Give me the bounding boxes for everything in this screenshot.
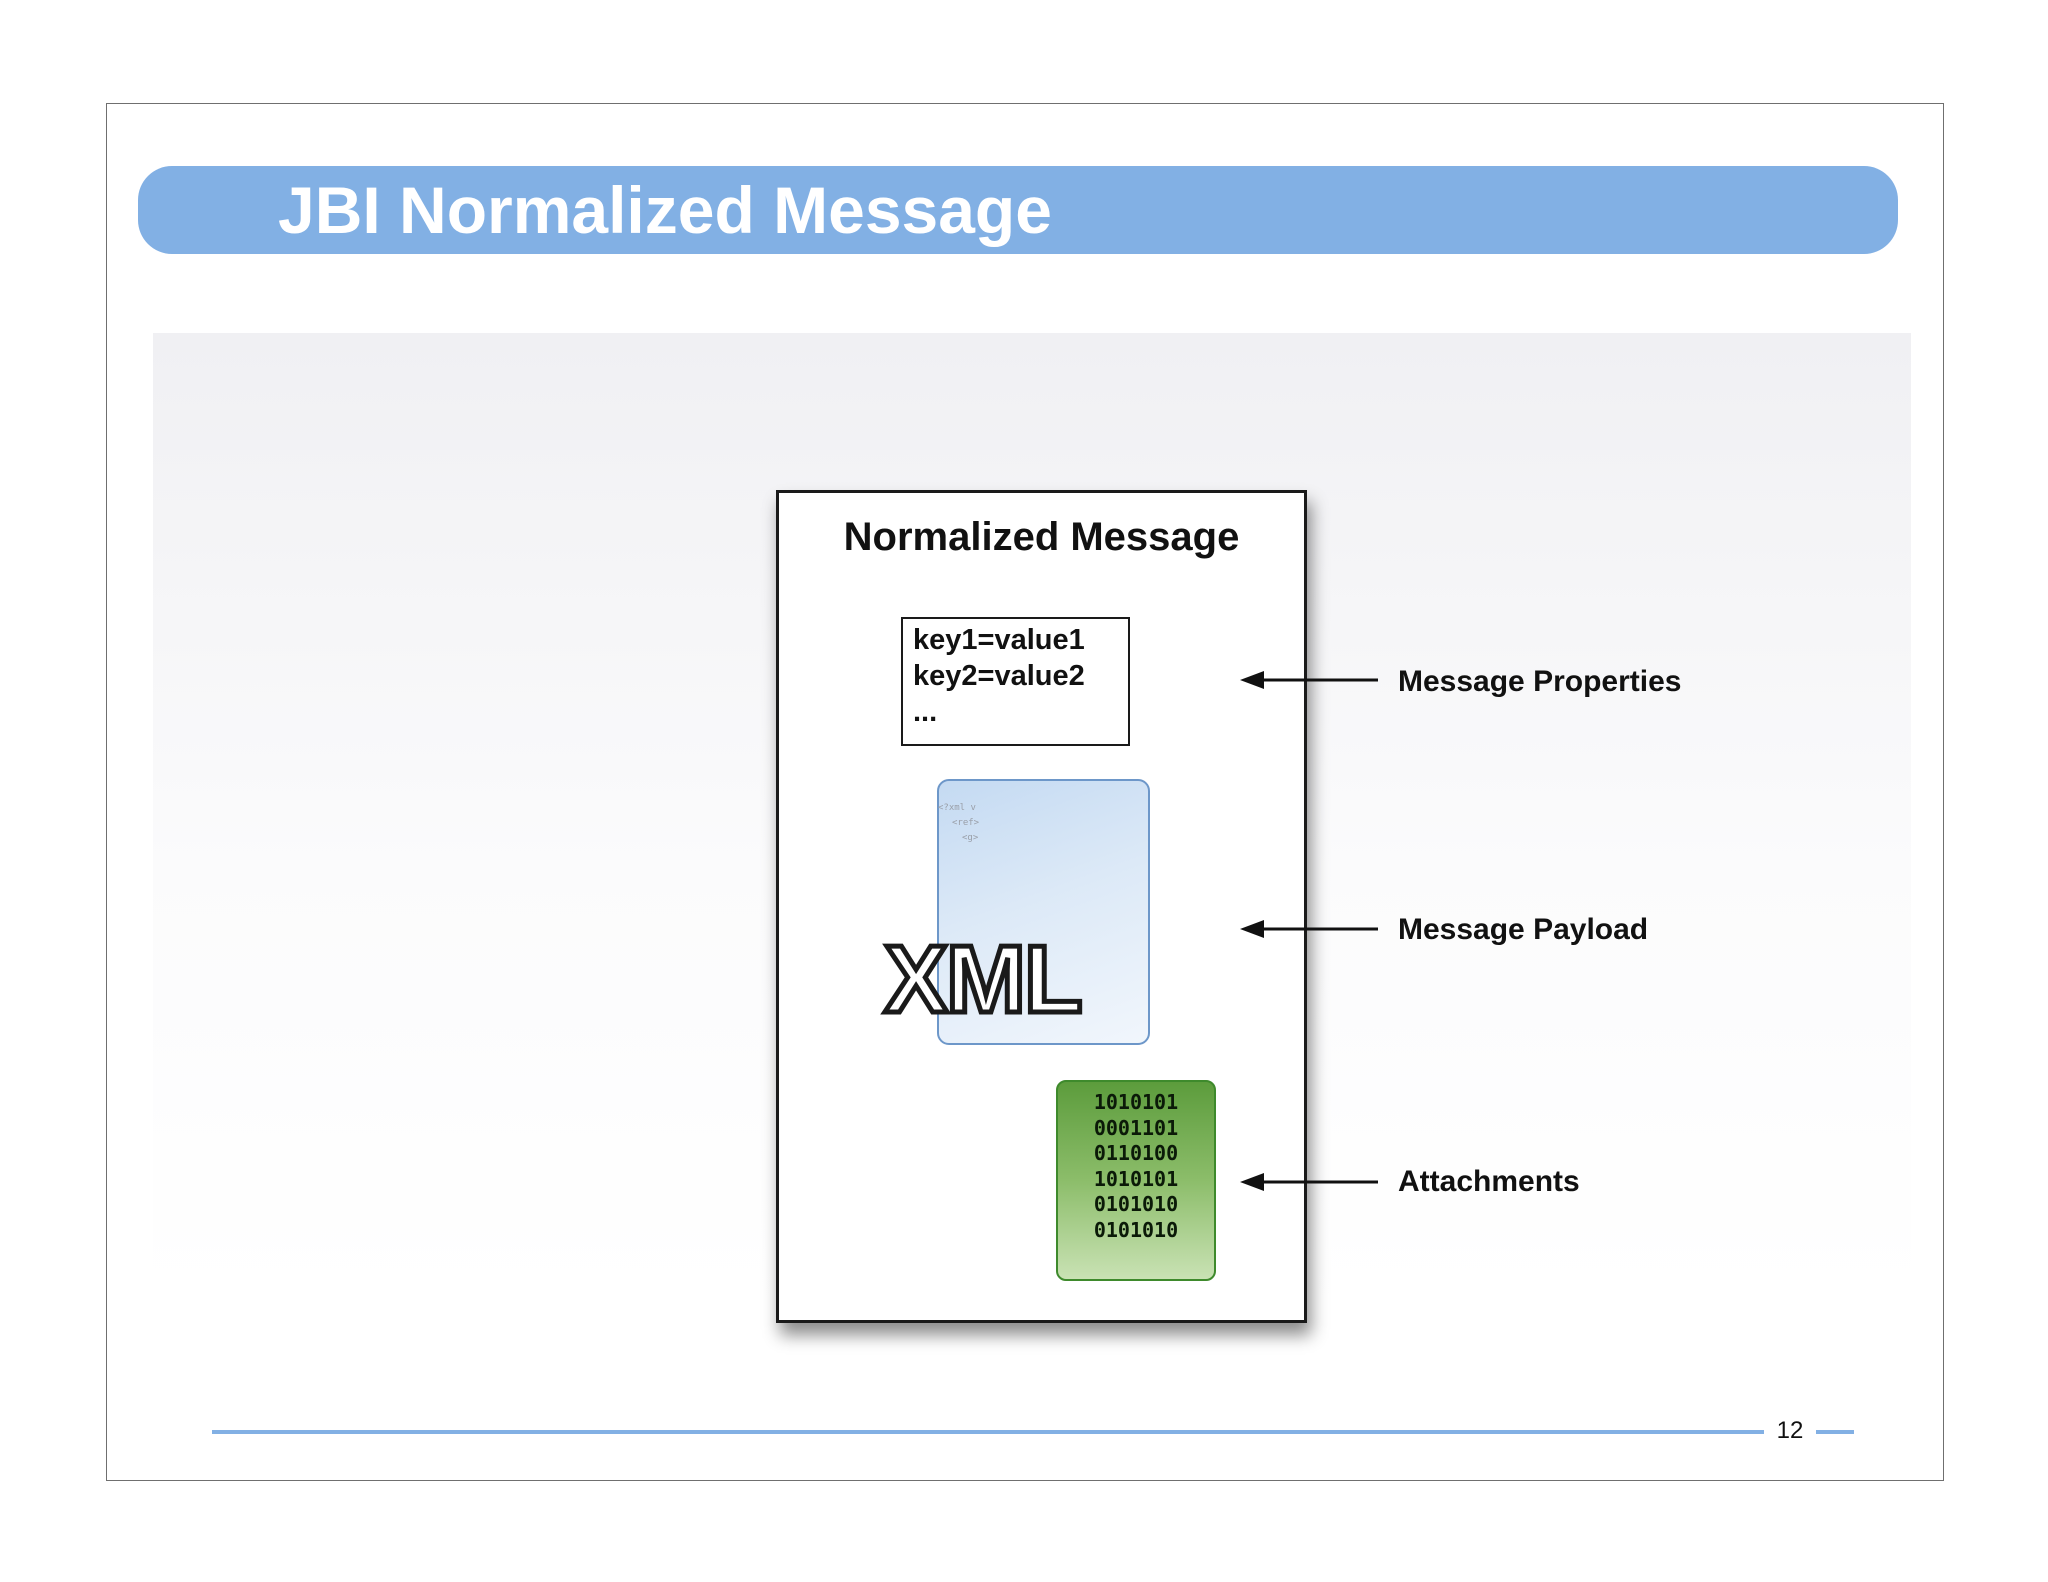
binary-line: 0101010 (1093, 1192, 1179, 1216)
page-number: 12 (1776, 1417, 1804, 1444)
message-properties-box (901, 617, 1130, 746)
property-line: key1=value1 (913, 624, 1085, 656)
arrow-left-icon (1240, 1173, 1378, 1191)
slide-title: JBI Normalized Message (278, 173, 1052, 247)
binary-line: 1010101 (1093, 1166, 1179, 1191)
footer-rule (212, 1430, 1764, 1434)
property-line: ... (913, 696, 938, 728)
binary-line: 0110100 (1093, 1141, 1179, 1165)
binary-line: 1010101 (1093, 1090, 1179, 1114)
title-bar (138, 166, 1898, 254)
message-payload-box (937, 779, 1150, 1045)
property-line: key2=value2 (913, 660, 1085, 692)
binary-line: 0001101 (1093, 1115, 1179, 1140)
attachment-binary: 1010101 0001101 0110100 1010101 0101010 … (1056, 1090, 1216, 1243)
arrow-left-icon (1240, 671, 1378, 689)
callout-message-properties: Message Properties (1398, 665, 1682, 698)
xml-snippet-line: <g> (962, 833, 979, 843)
normalized-message-title: Normalized Message (843, 515, 1240, 559)
callout-attachments: Attachments (1398, 1165, 1580, 1198)
xml-snippet-line: <ref> (952, 818, 980, 828)
xml-snippet-line: <?xml v (938, 803, 976, 813)
arrow-left-icon (1240, 920, 1378, 938)
footer-rule (1816, 1430, 1854, 1434)
callout-message-payload: Message Payload (1398, 913, 1649, 946)
xml-label: XML (882, 924, 1086, 1036)
attachments-box (1056, 1080, 1216, 1281)
binary-line: 0101010 (1093, 1217, 1179, 1242)
